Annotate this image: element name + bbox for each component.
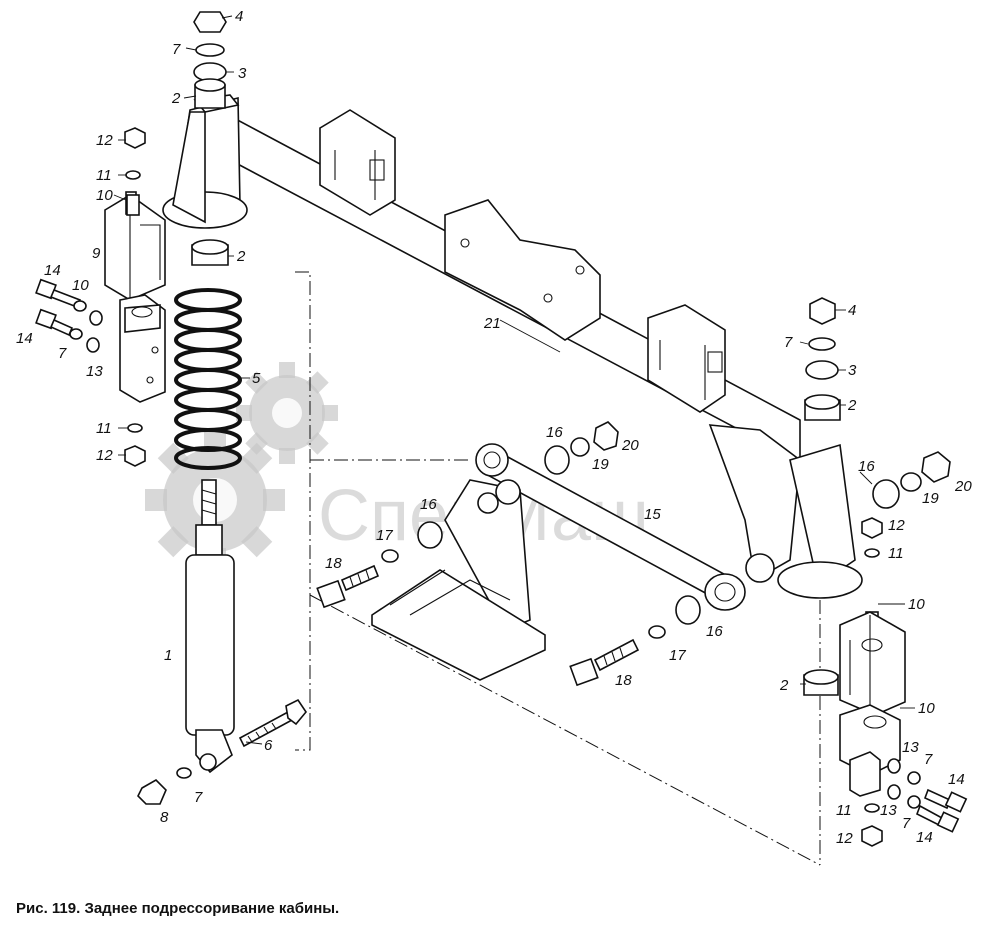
middle-hardware: [316, 421, 701, 687]
label-7-right-upper: 7: [924, 751, 933, 768]
label-2-right-spacer: 2: [779, 677, 789, 694]
nut-8: [137, 779, 167, 805]
label-10-right-bottom: 10: [918, 700, 935, 717]
left-top-stack: [191, 11, 229, 266]
label-6-bolt: 6: [264, 737, 273, 754]
label-3-right: 3: [848, 362, 857, 379]
label-16-mid-top: 16: [546, 424, 563, 441]
label-14-right-upper: 14: [948, 771, 965, 788]
label-14-left-upper: 14: [44, 262, 61, 279]
label-2-left-spacer: 2: [236, 248, 246, 265]
mounting-bracket: [371, 479, 546, 681]
label-7-left-bottom: 7: [194, 789, 203, 806]
label-16-right: 16: [858, 458, 875, 475]
label-8-nut: 8: [160, 809, 169, 826]
label-10-right-top: 10: [908, 596, 925, 613]
label-18-mid-right: 18: [615, 672, 632, 689]
label-12-left-top: 12: [96, 132, 113, 149]
washer-7-bottom: [176, 767, 192, 779]
label-5-spring: 5: [252, 370, 261, 387]
label-4-right-nut: 4: [848, 302, 856, 319]
label-7-left-top: 7: [172, 41, 181, 58]
label-17-mid-right: 17: [669, 647, 686, 664]
label-10-left-mid: 10: [72, 277, 89, 294]
label-3-left: 3: [238, 65, 247, 82]
label-4-left-nut: 4: [235, 8, 243, 25]
bracket-10-right: [839, 611, 906, 797]
left-support-housing: [162, 94, 248, 229]
bracket-9-left: [104, 191, 166, 403]
label-16-mid-left: 16: [420, 496, 437, 513]
label-7-left-mid: 7: [58, 345, 67, 362]
label-17-mid-left: 17: [376, 527, 393, 544]
part-labels: 4 7 3 2 12 11 10 9 2 14 10 14 7 13 5 11 …: [16, 8, 972, 847]
label-2-right-top: 2: [847, 397, 857, 414]
label-20-right: 20: [954, 478, 972, 495]
label-11-right-top: 11: [888, 545, 904, 562]
label-2-left-top: 2: [171, 90, 181, 107]
cross-member-21: [205, 106, 801, 464]
coil-spring-5: [174, 288, 242, 470]
label-11-left-bottom: 11: [96, 420, 112, 437]
label-19-mid: 19: [592, 456, 609, 473]
link-bar-15: [475, 443, 746, 611]
right-support-housing: [708, 424, 863, 599]
label-12-left-bottom: 12: [96, 447, 113, 464]
label-7-right-top: 7: [784, 334, 793, 351]
figure-caption: Рис. 119. Заднее подрессоривание кабины.: [16, 900, 340, 917]
assembly-boundary: [295, 271, 821, 866]
label-14-left-lower: 14: [16, 330, 33, 347]
label-18-mid-left: 18: [325, 555, 342, 572]
label-20-mid: 20: [621, 437, 639, 454]
label-12-right-top: 12: [888, 517, 905, 534]
label-12-right-bottom: 12: [836, 830, 853, 847]
right-top-stack: [803, 297, 841, 696]
label-16-mid-right: 16: [706, 623, 723, 640]
label-9: 9: [92, 245, 101, 262]
label-14-right-lower: 14: [916, 829, 933, 846]
label-11-right-bottom: 11: [836, 802, 852, 819]
label-11-left-top: 11: [96, 167, 112, 184]
label-15-link: 15: [644, 506, 661, 523]
label-13-left: 13: [86, 363, 103, 380]
label-13-right-lower: 13: [880, 802, 897, 819]
label-10-left-top: 10: [96, 187, 113, 204]
label-13-right-upper: 13: [902, 739, 919, 756]
label-1-shock: 1: [164, 647, 172, 664]
right-lower-bolts: [887, 758, 968, 833]
label-19-right: 19: [922, 490, 939, 507]
leader-lines: [113, 15, 915, 745]
shock-absorber-1: [185, 479, 235, 774]
left-hardware: [35, 127, 146, 467]
label-7-right-lower: 7: [902, 815, 911, 832]
label-21-crossmember: 21: [483, 315, 501, 332]
bolt-6: [238, 698, 307, 748]
